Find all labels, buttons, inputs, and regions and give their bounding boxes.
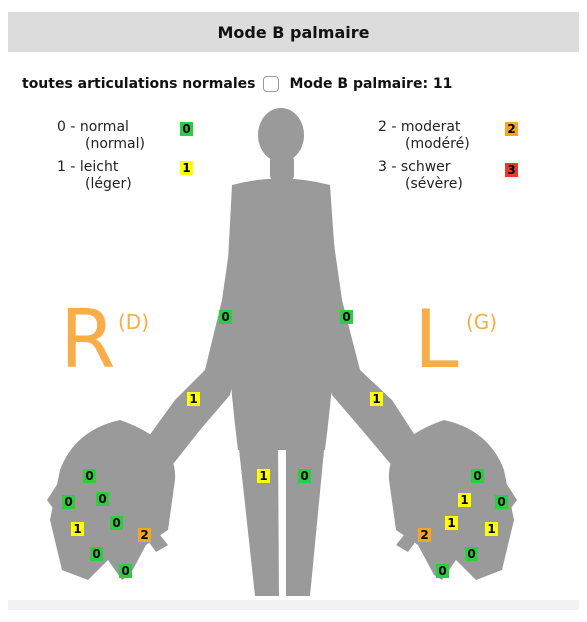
- left-hand-joint[interactable]: 1: [445, 516, 458, 530]
- legend-moderat-line2: (modéré): [378, 136, 470, 153]
- legend-leicht-line1: 1 - leicht: [57, 159, 132, 176]
- legend-moderat: 2 - moderat (modéré): [378, 119, 470, 153]
- right-hand-joint[interactable]: 2: [138, 528, 151, 542]
- left-hand-joint[interactable]: 0: [436, 564, 449, 578]
- right-hand-joint[interactable]: 0: [110, 516, 123, 530]
- right-side-letter: R: [60, 300, 116, 380]
- left-side-letter: L: [414, 300, 459, 380]
- legend-badge-0: 0: [180, 122, 193, 136]
- right-hand-joint[interactable]: 0: [83, 469, 96, 483]
- right-hand-joint[interactable]: 0: [96, 492, 109, 506]
- legend-normal-line1: 0 - normal: [57, 119, 145, 136]
- joint-right-knee[interactable]: 1: [257, 469, 270, 483]
- legend-leicht-line2: (léger): [57, 176, 132, 193]
- legend-schwer-line2: (sévère): [378, 176, 463, 193]
- right-hand-joint[interactable]: 0: [90, 547, 103, 561]
- joint-left-elbow[interactable]: 0: [340, 310, 353, 324]
- right-hand-joint[interactable]: 0: [62, 495, 75, 509]
- legend-badge-3: 3: [505, 163, 518, 177]
- joint-right-wrist[interactable]: 1: [187, 392, 200, 406]
- legend-normal: 0 - normal (normal): [57, 119, 145, 153]
- legend-badge-1: 1: [180, 161, 193, 175]
- legend-schwer-line1: 3 - schwer: [378, 159, 463, 176]
- legend-moderat-line1: 2 - moderat: [378, 119, 470, 136]
- legend-badge-2: 2: [505, 122, 518, 136]
- legend-normal-line2: (normal): [57, 136, 145, 153]
- joint-left-wrist[interactable]: 1: [370, 392, 383, 406]
- joint-left-knee[interactable]: 0: [298, 469, 311, 483]
- bottom-strip: [8, 600, 579, 610]
- right-hand-joint[interactable]: 1: [71, 522, 84, 536]
- right-hand-joint[interactable]: 0: [119, 564, 132, 578]
- left-hand-joint[interactable]: 0: [465, 547, 478, 561]
- left-hand-joint[interactable]: 0: [471, 469, 484, 483]
- left-hand-joint[interactable]: 1: [458, 493, 471, 507]
- left-hand-joint[interactable]: 0: [495, 495, 508, 509]
- legend-schwer: 3 - schwer (sévère): [378, 159, 463, 193]
- left-side-sub: (G): [466, 310, 497, 334]
- left-hand-joint[interactable]: 2: [418, 528, 431, 542]
- joint-right-elbow[interactable]: 0: [219, 310, 232, 324]
- right-side-sub: (D): [118, 310, 149, 334]
- legend-leicht: 1 - leicht (léger): [57, 159, 132, 193]
- left-hand-joint[interactable]: 1: [485, 522, 498, 536]
